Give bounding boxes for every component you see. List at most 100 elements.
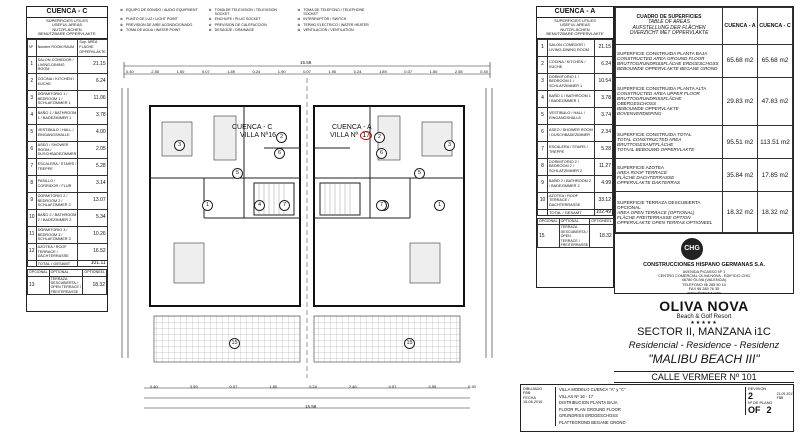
surface-line: BRUTTOGESAMTFLÄCHE — [617, 142, 674, 148]
surfaces-header-line: AUFSTELLUNG DER FLÄCHEN — [632, 24, 706, 31]
overall-dimension: 15.58 — [300, 60, 312, 65]
drawn-by-line: DIBUJADO — [523, 387, 543, 391]
room-area: 21.15 — [77, 55, 108, 74]
dimension-value: 0.07 — [201, 69, 210, 74]
dimension-value: 1.90 — [277, 69, 286, 74]
dimension-value: 0.24 — [309, 384, 317, 389]
surface-line: TOTAL CONSTRUCTED AREA — [617, 137, 682, 143]
room-number: 11 — [27, 225, 37, 244]
resort-stars-icon: ★★★★★ — [690, 320, 718, 326]
legend-item: ⊗ENCHUFE / PLUG SOCKET — [209, 17, 292, 21]
company-line: 46780 OLIVA (VALENCIA) — [681, 278, 727, 283]
surface-line: FLÄCHE DACHTERRASSE — [617, 175, 675, 181]
room-number-bubble: 2 — [374, 132, 385, 143]
description-line: GRUNDRISS ERDGESCHOSS — [559, 413, 618, 418]
surface-line: AREA OPEN TERRACE (OPTIONAL) — [617, 209, 695, 215]
label-villa-17: VILLA Nº 17 — [330, 131, 372, 140]
company-line: CENTRO COMERCIAL OLIVA NOVA - EDIFICIO C… — [658, 274, 750, 279]
header-line: SUPERFICIES UTILES — [46, 18, 88, 23]
room-area: 10.54 — [593, 72, 614, 91]
symbols-legend: ⊗EQUIPO DE SONIDO / AUDIO EQUIPMENT⊗TOMA… — [118, 6, 382, 58]
room-number: 8 — [27, 174, 37, 193]
total-value: 102.49 — [593, 208, 614, 217]
dimension-value: 3.59 — [428, 384, 437, 389]
room-number: 3 — [27, 89, 37, 108]
room-number: 5 — [27, 123, 37, 142]
total-label: TOTAL / GESAMT — [547, 208, 595, 217]
room-number-bubble: 1 — [202, 200, 213, 211]
room-area: 3.74 — [593, 106, 614, 125]
room-number: 1 — [537, 38, 548, 57]
room-number: 7 — [27, 157, 37, 176]
surface-value-c: 65.68 m2 — [757, 43, 793, 78]
surface-value-a: 65.68 m2 — [722, 43, 758, 78]
company-name: CONSTRUCCIONES HISPANO GERMANAS S.A. — [643, 262, 765, 268]
dimension-value: 0.07 — [404, 69, 413, 74]
room-area: 11.27 — [593, 157, 614, 176]
room-name: DORMITORIO 1 / BEDROOM 1 / SCHLAFZIMMER … — [547, 72, 595, 91]
surface-value-c: 47.83 m2 — [757, 76, 793, 127]
drawn-by-line: FECHA — [523, 395, 536, 400]
room-area: 5.28 — [77, 157, 108, 176]
room-name: TERRAZA DESCUBIERTA / OPEN TERRACE / FRE… — [558, 224, 591, 249]
room-number-bubble: 5 — [414, 168, 425, 179]
header-line: USEFUL AREAS — [559, 22, 591, 28]
dimension-value: 0.07 — [388, 384, 397, 389]
legend-text: EQUIPO DE SONIDO / AUDIO EQUIPMENT — [126, 8, 198, 12]
room-area: 21.15 — [593, 38, 614, 57]
description-line: DISTRIBUCION PLANTA BAJA — [559, 400, 618, 405]
optional-header: OPCIONAL — [27, 269, 50, 277]
room-number: 15 — [537, 224, 560, 249]
room-name: DORMITORIO 2 / BEDROOM 2 / SCHLAFZIMMER … — [35, 191, 79, 210]
left-panel-title: CUENCA - C — [27, 7, 107, 18]
col-cuenca-c: CUENCA - C — [757, 7, 793, 45]
legend-symbol-icon: ⊗ — [208, 8, 212, 12]
legend-symbol-icon: ⊗ — [120, 27, 124, 32]
room-number: 6 — [27, 140, 37, 159]
room-number-bubble: 15 — [229, 338, 240, 349]
column-header: Nº — [27, 38, 37, 57]
room-number-bubble: 1 — [434, 200, 445, 211]
room-name: DORMITORIO 1 / BEDROOM 1 / SCHLAFZIMMER … — [35, 89, 79, 108]
optional-header: OPTIONEEL — [589, 217, 614, 226]
room-name: DORMITORIO 2 / BEDROOM 2 / SCHLAFZIMMER … — [547, 157, 595, 176]
legend-symbol-icon: ⊗ — [120, 22, 124, 27]
revision-by: FBB — [776, 396, 784, 400]
company-line: TELEFONO 96 285 50 10 — [682, 282, 726, 287]
legend-text: INTERRUPTOR / SWITCH — [303, 17, 347, 22]
bottom-total-dimension: 15.58 — [305, 404, 317, 409]
legend-symbol-icon: ⊗ — [297, 17, 301, 22]
room-number: 7 — [537, 140, 548, 159]
dimension-value: 0.40 — [480, 69, 488, 74]
drawn-by-line: FBB — [523, 391, 531, 396]
surface-line: SUPERFICIE TERRAZA DESCUBIERTA OPCIONAL — [617, 199, 701, 210]
col-cuenca-a: CUENCA - A — [722, 7, 758, 45]
legend-item: ⊗INTERRUPTOR / SWITCH — [297, 17, 380, 21]
description-line: VILLA MODELO CUENCA "A" y "C" — [559, 387, 626, 392]
legend-item: ⊗DESAGÜE / DRAINAGE — [209, 28, 292, 32]
company-line: FAX 96 285 76 35 — [688, 286, 720, 291]
room-area: 10.26 — [77, 225, 108, 244]
room-number: 6 — [537, 123, 548, 142]
dimension-value: 2.55 — [151, 69, 160, 74]
room-area: 33.12 — [593, 191, 614, 210]
